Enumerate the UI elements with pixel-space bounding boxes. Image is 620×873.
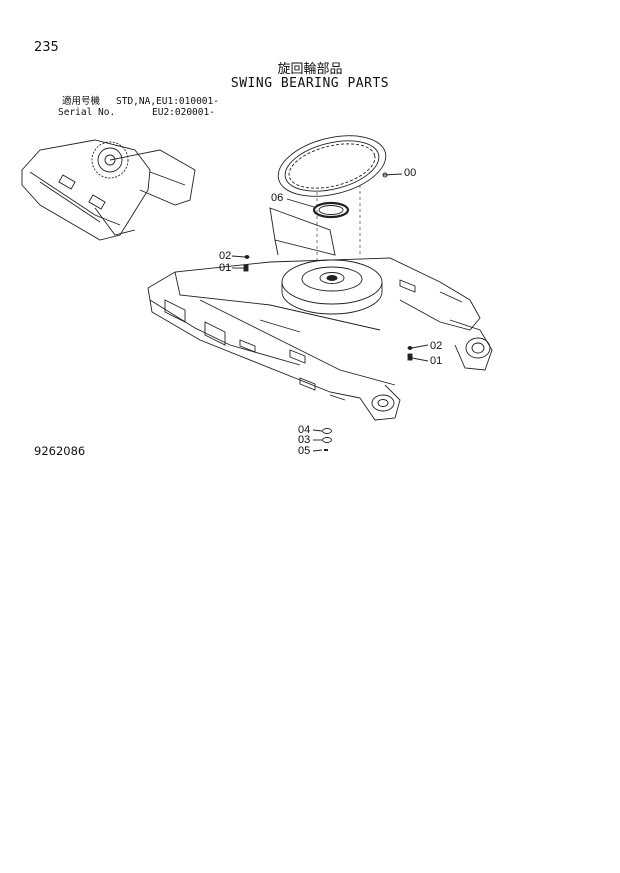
overview-undercarriage	[21, 139, 196, 241]
page-number: 235	[34, 40, 59, 55]
serial-value-1: STD,NA,EU1:010001-	[116, 96, 219, 107]
serial-value-2: EU2:020001-	[152, 107, 215, 118]
callout-01-right: 01	[430, 355, 442, 367]
serial-label-english: Serial No.	[58, 107, 116, 118]
callout-04: 04	[298, 424, 310, 436]
swing-bearing-ring	[277, 135, 387, 197]
serial-label-japanese: 適用号機	[62, 96, 101, 107]
callout-02-left: 02	[219, 250, 231, 262]
drawing-number: 9262086	[34, 444, 86, 458]
callout-00: 00	[404, 167, 416, 179]
page-title-english: SWING BEARING PARTS	[230, 76, 390, 91]
callout-05: 05	[298, 445, 310, 457]
callout-03: 03	[298, 434, 310, 446]
callout-01-left: 01	[219, 262, 231, 274]
callout-02-right: 02	[430, 340, 442, 352]
page-title-japanese: 旋回輪部品	[277, 62, 343, 77]
callout-06: 06	[271, 192, 283, 204]
seal-ring	[312, 201, 350, 219]
undercarriage-frame	[147, 207, 493, 421]
swing-circle-boss	[281, 259, 383, 315]
